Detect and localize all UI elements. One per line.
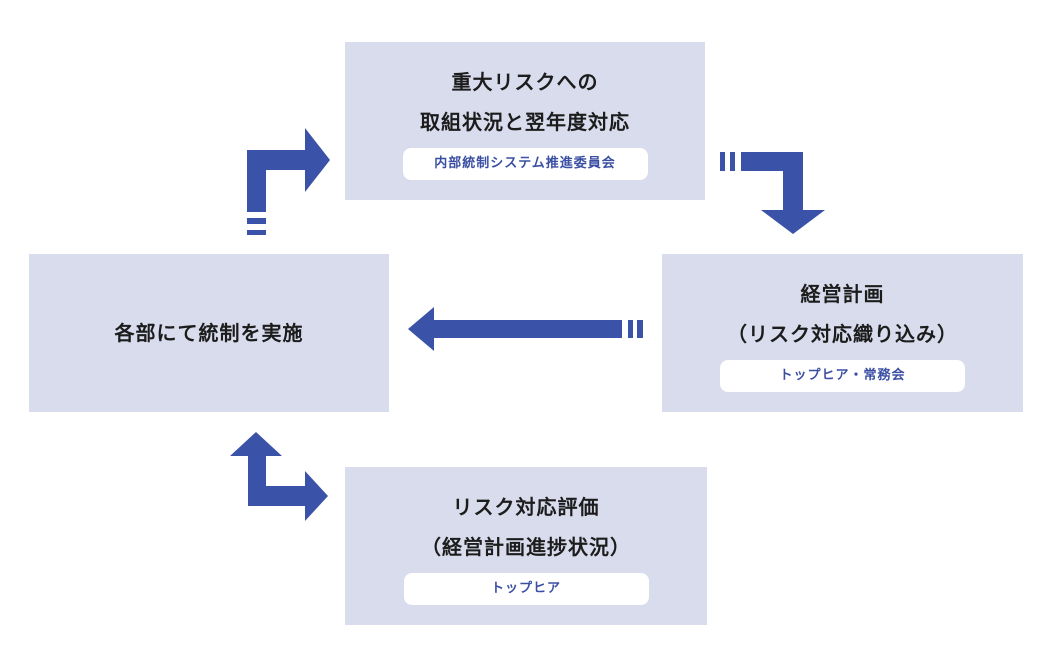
node-owner-tag: トップヒア・常務会 <box>720 360 965 392</box>
node-management-plan: 経営計画 （リスク対応織り込み） トップヒア・常務会 <box>662 254 1023 412</box>
node-title-line2: 取組状況と翌年度対応 <box>420 110 630 134</box>
node-risk-evaluation: リスク対応評価 （経営計画進捗状況） トップヒア <box>345 467 707 625</box>
node-title-line1: 経営計画 <box>800 282 885 306</box>
arrow-top-to-right <box>720 152 825 234</box>
node-owner-tag: 内部統制システム推進委員会 <box>402 148 648 180</box>
arrow-right-to-left <box>408 307 643 351</box>
node-owner-tag: トップヒア <box>403 573 649 605</box>
arrow-left-to-top <box>247 128 330 235</box>
node-risk-status-review: 重大リスクへの 取組状況と翌年度対応 内部統制システム推進委員会 <box>345 42 705 200</box>
node-title-line1: リスク対応評価 <box>452 495 600 519</box>
node-title-line2: （リスク対応織り込み） <box>727 322 958 346</box>
node-title-line2: （経営計画進捗状況） <box>421 535 631 559</box>
node-department-control: 各部にて統制を実施 <box>29 254 389 412</box>
arrow-left-bottom-bidirectional <box>230 432 328 521</box>
node-title: 各部にて統制を実施 <box>114 321 304 345</box>
node-title-line1: 重大リスクへの <box>451 70 599 94</box>
